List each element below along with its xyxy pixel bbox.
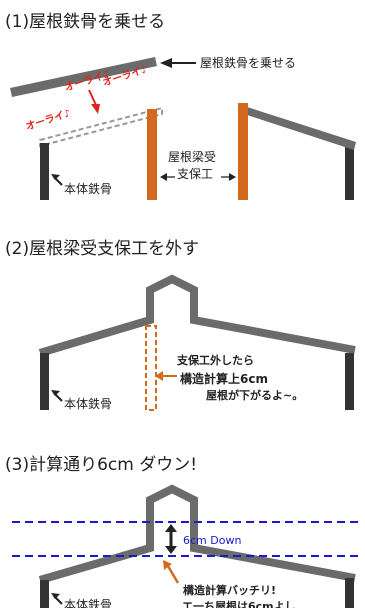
roof-beam-raised: [10, 57, 157, 97]
down-arrow-icon: [91, 104, 100, 114]
main-post-left-3: [40, 580, 49, 608]
main-post-right: [345, 143, 354, 200]
section2-heading: (2)屋根梁受支保工を外す: [5, 239, 199, 259]
arrow-upleft-orange-icon: [163, 560, 172, 570]
arrow-left-orange-icon: [155, 371, 163, 381]
note2-line2: 構造計算上6cm: [180, 371, 268, 386]
support-post-left: [147, 109, 157, 200]
section1-heading: (1)屋根鉄骨を乗せる: [5, 12, 165, 32]
main-frame-label-1: 本体鉄骨: [64, 181, 112, 196]
main-frame-label-3: 本体鉄骨: [64, 597, 112, 608]
support-label-1: 屋根梁受: [168, 149, 216, 164]
roof-right-1: [244, 106, 356, 150]
orai-text-1: オーライ♪: [24, 107, 72, 133]
down-label: 6cm Down: [183, 534, 241, 547]
main-post-left: [40, 143, 49, 200]
main-post-left-2: [40, 353, 49, 410]
support-label-2: 支保工: [177, 167, 213, 181]
note2-line3: 屋根が下がるよ~。: [206, 388, 303, 402]
left-arrow-icon: [160, 58, 172, 68]
main-post-right-2: [345, 353, 354, 410]
roof-lift-label: 屋根鉄骨を乗せる: [200, 55, 296, 70]
arrow-left-icon: [160, 173, 167, 181]
removed-support-outline: [145, 325, 157, 411]
arrow-up-icon: [165, 524, 177, 532]
note3-line1: 構造計算バッチリ!: [183, 583, 276, 597]
note3-line2: エ一ち屋根は6cmよし: [182, 599, 296, 608]
arrow-down-icon: [165, 546, 177, 554]
arrow-upleft-icon: [51, 174, 60, 180]
main-frame-label-2: 本体鉄骨: [64, 396, 112, 411]
note2-line1: 支保工外したら: [176, 353, 254, 367]
support-post-right: [238, 103, 248, 200]
section3-heading: (3)計算通り6cm ダウン!: [5, 455, 197, 475]
arrow-upleft-icon-2: [51, 390, 60, 396]
roof-steel-2: [38, 274, 356, 357]
roof-steel-3: [38, 484, 356, 584]
arrow-upleft-icon-3: [51, 593, 60, 599]
main-post-right-3: [345, 578, 354, 608]
arrow-right-icon: [229, 173, 236, 181]
